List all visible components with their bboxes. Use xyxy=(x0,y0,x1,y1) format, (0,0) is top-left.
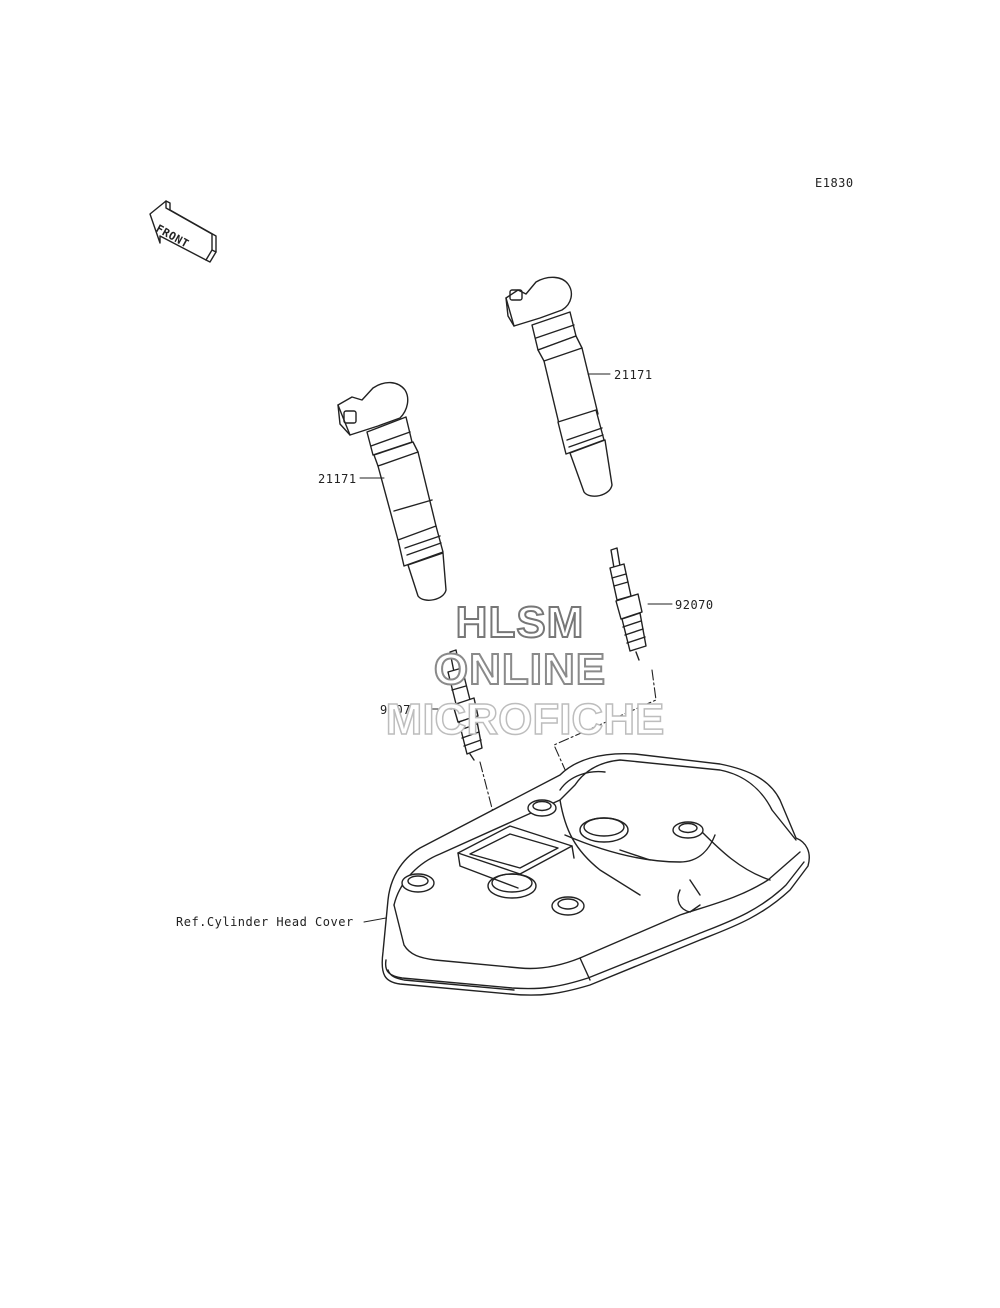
part-label-coil-right[interactable]: 21171 xyxy=(614,368,653,382)
watermark-line-2: ONLINE xyxy=(433,644,607,695)
spark-plug-right xyxy=(609,547,647,661)
ignition-coil-right xyxy=(505,276,613,497)
reference-label: Ref.Cylinder Head Cover xyxy=(176,915,354,929)
part-label-plug-left[interactable]: 92070 xyxy=(380,703,419,717)
ignition-coil-left xyxy=(337,381,447,601)
watermark-line-1: HLSM xyxy=(455,597,585,648)
part-label-plug-right[interactable]: 92070 xyxy=(675,598,714,612)
spark-plug-left xyxy=(447,649,483,761)
front-arrow-icon xyxy=(149,200,217,263)
diagram-code: E1830 xyxy=(815,176,854,190)
cylinder-head-cover xyxy=(381,752,810,996)
watermark-line-3: MICROFICHE xyxy=(385,694,665,745)
part-label-coil-left[interactable]: 21171 xyxy=(318,472,357,486)
